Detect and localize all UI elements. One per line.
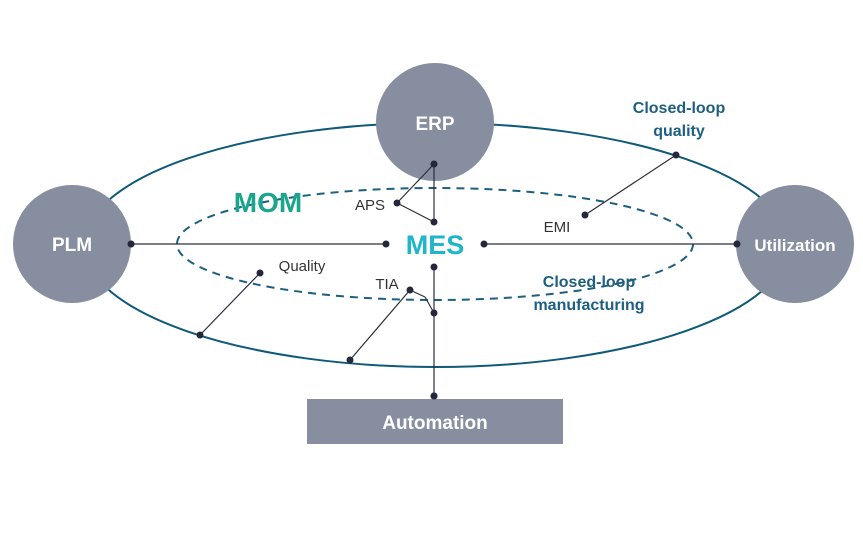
tia-label: TIA xyxy=(375,276,398,293)
closed-loop-manufacturing-line2: manufacturing xyxy=(533,297,644,314)
dot-tia xyxy=(406,286,414,294)
dot-automation-top xyxy=(430,392,438,400)
aps-mes-line xyxy=(396,202,435,223)
dot-tia-outer xyxy=(346,356,354,364)
plm-node: PLM xyxy=(13,185,131,303)
closed-loop-quality-line1: Closed-loop xyxy=(633,100,726,117)
quality-label: Quality xyxy=(279,258,326,275)
mom-label: MOM xyxy=(234,187,302,218)
closed-loop-manufacturing-line1: Closed-loop xyxy=(543,274,636,291)
mes-label: MES xyxy=(406,230,465,260)
dot-mes-right xyxy=(480,240,488,248)
dot-closed-loop-quality xyxy=(672,151,680,159)
closed-loop-quality-line2: quality xyxy=(653,123,705,140)
dot-quality-outer xyxy=(196,331,204,339)
tia-line-a xyxy=(349,289,411,361)
dot-mes-top xyxy=(430,218,438,226)
plm-label: PLM xyxy=(52,235,92,256)
erp-node: ERP xyxy=(376,63,494,181)
automation-node: Automation xyxy=(307,399,563,444)
dot-tia-junction xyxy=(430,309,438,317)
dot-mes-left xyxy=(382,240,390,248)
dot-erp-top xyxy=(430,160,438,168)
erp-aps-inner-line xyxy=(417,163,435,182)
automation-label: Automation xyxy=(382,413,488,434)
dot-aps xyxy=(393,199,401,207)
utilization-label: Utilization xyxy=(754,236,835,255)
closed-loop-quality-line xyxy=(584,154,677,216)
dot-mes-bottom xyxy=(430,263,438,271)
erp-label: ERP xyxy=(415,114,454,135)
dot-utilization-top xyxy=(733,240,741,248)
utilization-node: Utilization xyxy=(736,185,854,303)
dot-emi xyxy=(581,211,589,219)
dot-quality xyxy=(256,269,264,277)
aps-label: APS xyxy=(355,197,385,214)
dot-plm-top xyxy=(127,240,135,248)
quality-line xyxy=(199,272,261,336)
emi-label: EMI xyxy=(544,219,571,236)
